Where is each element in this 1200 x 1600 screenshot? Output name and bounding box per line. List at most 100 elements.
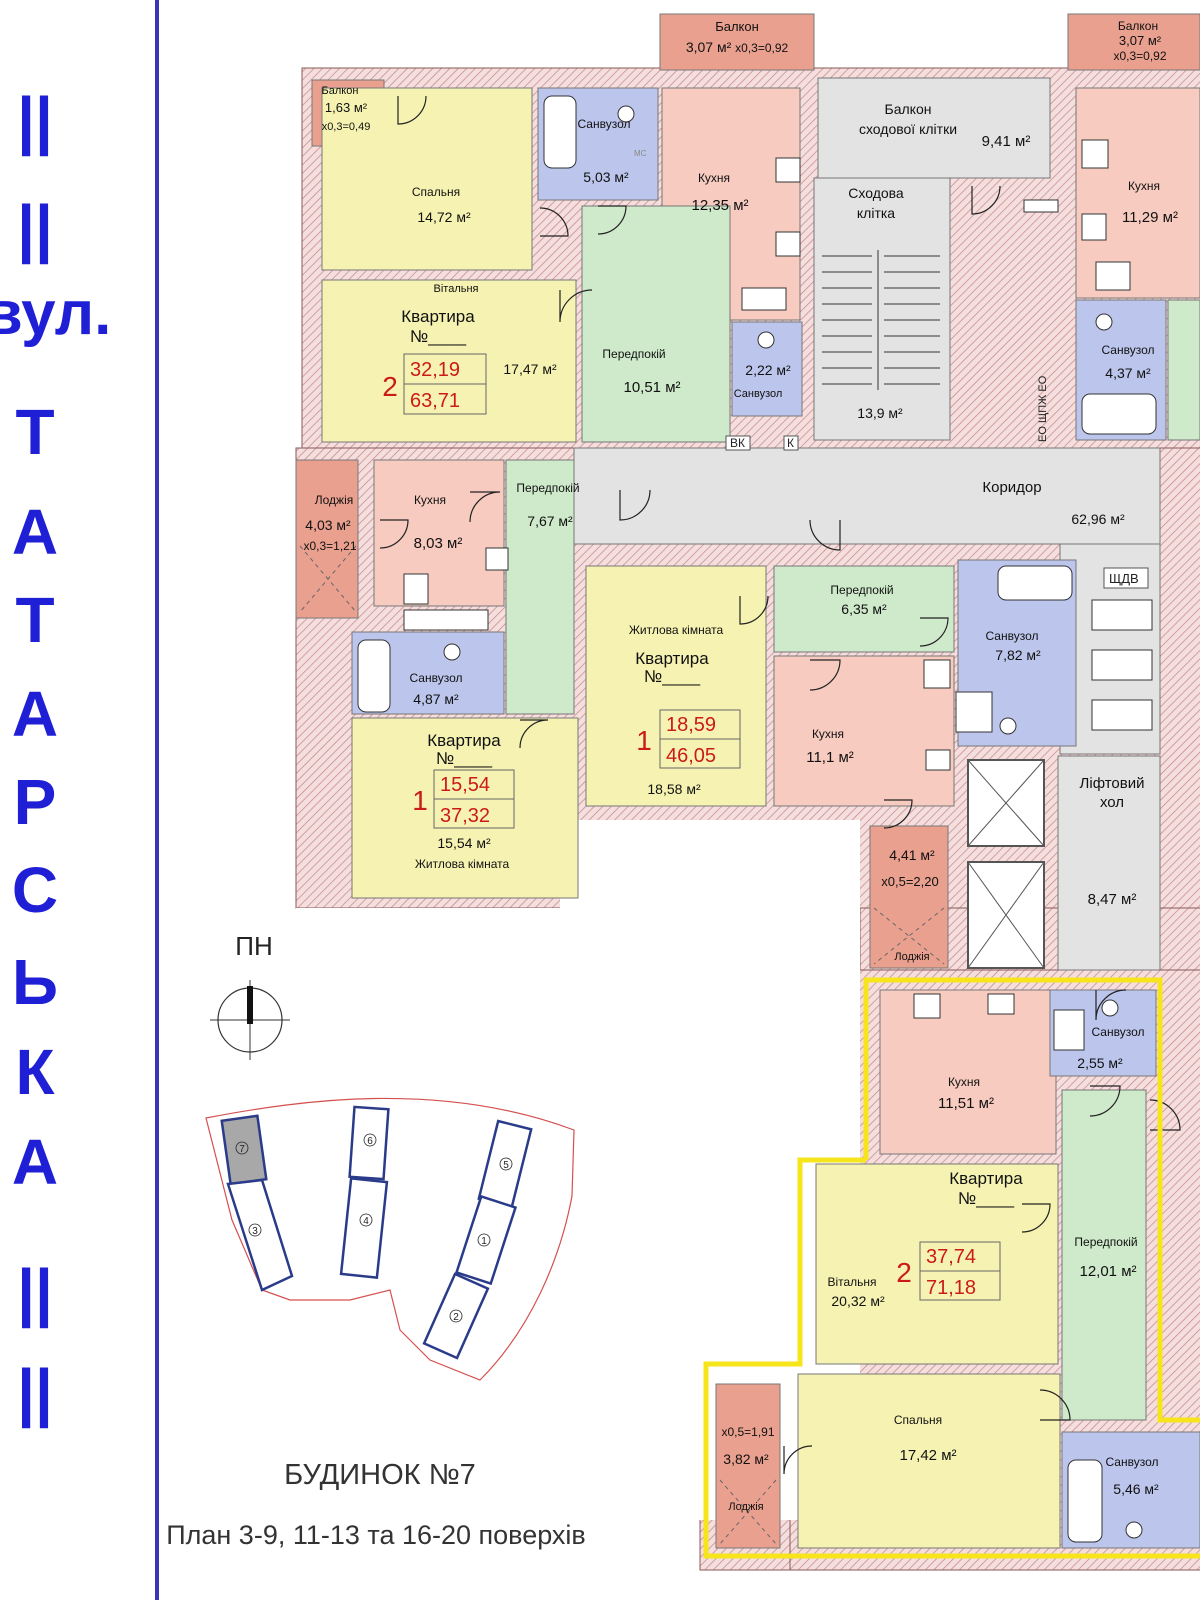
site-number-7: 7 [239,1144,245,1155]
shaft-icon [1091,599,1153,631]
label-living-a-name: Вітальня [434,283,479,295]
tag-eo: ЕО ЩПЖ ЕО [1037,375,1049,442]
label-hall-d-name: Передпокій [1074,1235,1137,1249]
label-bedroom-d-area: 17,42 м² [899,1447,956,1464]
street-mark-top-1: || [17,84,53,156]
site-number-6: 6 [367,1136,373,1147]
divider-line [155,0,159,1600]
bathtub-icon [357,639,391,713]
label-wc-d-name: Санвузол [1092,1025,1145,1039]
toilet-icon [1125,1521,1143,1539]
label-wc-a-area: 2,22 м² [745,362,791,378]
stove-icon [403,573,429,605]
label-hall-c-area: 6,35 м² [841,601,887,617]
washer-icon [741,287,787,311]
label-bath-c-name: Санвузол [986,629,1039,643]
toilet-icon [999,717,1017,735]
label-wc-d-area: 2,55 м² [1077,1055,1123,1071]
label-loggia-c-name: Лоджія [894,951,929,963]
label-balcony-small-coef: х0,3=0,49 [322,121,371,133]
apt-d-living: 37,74 [926,1246,976,1268]
shaft-icon [1091,699,1153,731]
label-living-c-area: 18,58 м² [647,781,701,797]
street-letter-8: К [15,1036,55,1108]
room-bedroom-d [797,1373,1061,1549]
apt-c-total: 46,05 [666,745,716,767]
label-balcony-top-area: 3,07 м² х0,3=0,92 [686,39,789,55]
site-building-4 [339,1177,389,1279]
label-bath-right-name: Санвузол [1102,343,1155,357]
site-boundary [205,1097,575,1381]
label-kitchen-right-name: Кухня [1128,179,1160,193]
washer-icon [955,691,993,733]
apartment-a: Квартира №____ 2 32,19 63,71 [382,307,487,415]
rooms [295,13,1200,1549]
caption-building: БУДИНОК №7 [284,1459,476,1491]
label-bath-b-area: 4,87 м² [413,691,459,707]
room-living-d [815,1163,1059,1365]
site-number-1: 1 [481,1236,487,1247]
apt-b-total: 37,32 [440,805,490,827]
label-bath-b-name: Санвузол [410,671,463,685]
label-hall-a-name: Передпокій [602,347,665,361]
label-kitchen-c-name: Кухня [812,727,844,741]
shaft-icon [1091,649,1153,681]
room-lift-hall [1057,755,1161,971]
label-bath-a-name: Санвузол [578,117,631,131]
street-letter-2: А [11,496,59,568]
label-hall-b-name: Передпокій [516,481,579,495]
street-letter-6: С [11,854,59,926]
label-living-c-name: Житлова кімната [629,623,724,637]
label-balcony-top-area-value: 3,07 м² [686,39,732,55]
room-hall-d [1061,1089,1147,1421]
room-loggia-d [715,1383,781,1549]
room-hall-right [1167,299,1200,441]
bathtub-icon [543,95,577,169]
apartment-d: Квартира №____ 2 37,74 71,18 [896,1169,1023,1301]
room-kitchen-b [373,459,505,607]
label-hall-b-area: 7,67 м² [527,513,573,529]
label-balcony-top-name: Балкон [715,19,759,34]
label-corridor-area: 62,96 м² [1071,511,1125,527]
stove-icon [1081,139,1109,169]
street-letter-5: Р [13,766,57,838]
lift-cross-marks [967,759,1045,969]
label-kitchen-a-area: 12,35 м² [691,197,748,214]
label-hall-d-area: 12,01 м² [1079,1263,1136,1280]
fixtures [357,95,1157,1543]
site-number-4: 4 [363,1216,369,1227]
label-hall-a-area: 10,51 м² [623,379,680,396]
street-mark-bottom-1: || [17,1256,53,1328]
label-loggia-c-coef: х0,5=2,20 [881,874,938,889]
label-stair-balcony-name-2: сходової клітки [859,121,957,137]
sink-icon [775,231,801,257]
toilet-icon [443,643,461,661]
label-bedroom-a-name: Спальня [412,185,460,199]
north-arrow: ПН [210,931,290,1060]
sink-icon [485,547,509,571]
apt-a-number: №____ [410,327,467,346]
site-number-3: 3 [252,1226,258,1237]
site-building-1 [454,1194,518,1286]
technical-tags: ВК К ЩДВ ЕО ЩПЖ ЕО МС [634,149,1149,589]
label-stairwell-area: 13,9 м² [857,405,903,421]
room-labels: Балкон 3,07 м² х0,3=0,92 Балкон 3,07 м² … [303,19,1177,1513]
label-balcony-top-coef: х0,3=0,92 [735,41,788,55]
apt-a-total: 63,71 [410,390,460,412]
room-corridor [573,447,1161,545]
street-mark-bottom-2: || [17,1356,53,1428]
apt-d-number: №____ [958,1189,1015,1208]
label-kitchen-c-area: 11,1 м² [806,749,854,766]
label-bath-c-area: 7,82 м² [995,647,1041,663]
room-living-c [585,565,767,807]
bathtub-icon [1067,1459,1103,1543]
stove-icon [913,993,941,1019]
label-kitchen-a-name: Кухня [698,171,730,185]
label-kitchen-right-area: 11,29 м² [1122,209,1178,226]
street-letter-9: А [11,1126,59,1198]
apartment-b: Квартира №____ 1 15,54 37,32 [412,731,515,829]
label-bedroom-a-area: 14,72 м² [417,209,471,225]
label-loggia-d-area: 3,82 м² [723,1451,769,1467]
